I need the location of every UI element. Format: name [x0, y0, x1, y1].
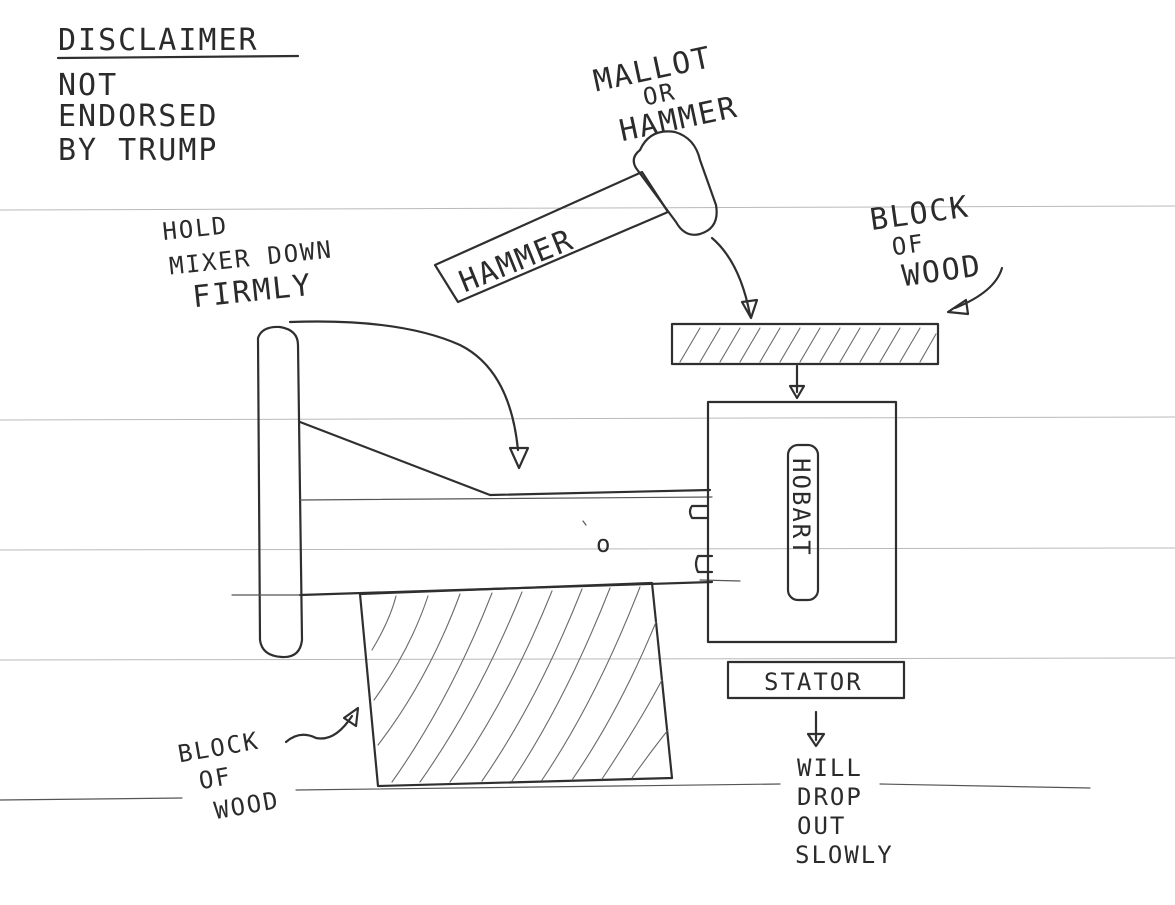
hammer-note-line-2: OR	[640, 77, 678, 111]
wood-block-bottom-grain	[371, 586, 669, 783]
block-bottom-note: BLOCK OF WOOD	[176, 727, 282, 825]
hobart-motor: HOBART	[706, 400, 898, 644]
mixer-arm	[298, 420, 712, 497]
drop-note-line-1: WILL	[797, 754, 863, 782]
disclaimer-line-3: BY TRUMP	[58, 133, 219, 168]
drop-note: WILL DROP OUT SLOWLY	[795, 754, 894, 869]
drop-note-line-3: OUT	[797, 812, 846, 840]
paper-guide-lines	[0, 205, 1175, 661]
block-to-motor-arrowhead	[788, 384, 806, 400]
hammer: HAMMER	[433, 130, 759, 320]
wood-block-bottom	[358, 581, 674, 788]
stator-drop-arrowhead	[806, 732, 826, 748]
hobart-nameplate	[786, 443, 820, 602]
disclaimer: DISCLAIMER NOT ENDORSED BY TRUMP	[56, 23, 300, 168]
block-bottom-note-line-3: WOOD	[212, 786, 282, 825]
hammer-note: MALLOT OR HAMMER	[590, 40, 741, 149]
hobart-label: HOBART	[787, 458, 815, 557]
hold-pointer-arrowhead	[508, 446, 530, 470]
hold-note: HOLD MIXER DOWN FIRMLY	[161, 211, 334, 315]
wood-block-bottom-outline	[358, 581, 674, 788]
mixer-base-plate	[256, 325, 304, 659]
block-top-note: BLOCK OF WOOD	[868, 189, 984, 294]
block-top-pointer-arrowhead	[946, 298, 970, 316]
hobart-motor-housing	[706, 400, 898, 644]
wood-block-top-hatching	[679, 327, 937, 363]
block-bottom-note-line-1: BLOCK	[176, 727, 262, 769]
hammer-note-line-3: HAMMER	[616, 90, 741, 149]
stator: STATOR	[726, 660, 906, 700]
disclaimer-line-2: ENDORSED	[58, 99, 219, 134]
wood-block-top	[670, 322, 940, 366]
mixer-bolt-hole: o	[596, 530, 612, 558]
drop-note-line-2: DROP	[797, 783, 863, 811]
hammer-handle-label: HAMMER	[454, 223, 579, 301]
drop-note-line-4: SLOWLY	[795, 841, 894, 869]
block-bottom-pointer-arrow	[284, 714, 354, 744]
disclaimer-line-1: NOT	[58, 68, 118, 103]
block-bottom-note-line-2: OF	[197, 762, 234, 795]
disclaimer-underline	[56, 54, 300, 60]
block-top-note-line-2: OF	[890, 229, 926, 261]
hammer-head	[632, 130, 718, 236]
wood-block-top-outline	[670, 322, 940, 366]
mixer-tab-lower	[694, 554, 714, 574]
floor-line	[0, 783, 1091, 801]
disclaimer-heading: DISCLAIMER	[58, 23, 259, 58]
hammer-strike-arrow	[710, 236, 752, 317]
block-top-pointer-arrow	[953, 266, 1004, 310]
mixer-base-line-right	[699, 579, 741, 582]
mixer-arm-centerline	[299, 496, 713, 501]
hold-pointer-arrow	[288, 320, 520, 452]
mixer-tab-upper	[688, 504, 710, 520]
block-bottom-pointer-arrowhead	[342, 706, 360, 728]
hold-note-line-1: HOLD	[161, 211, 229, 246]
stator-outline	[726, 660, 906, 700]
stator-label: STATOR	[764, 668, 863, 696]
hammer-strike-arrowhead	[740, 298, 759, 320]
mixer-pivot-mark	[582, 520, 587, 526]
